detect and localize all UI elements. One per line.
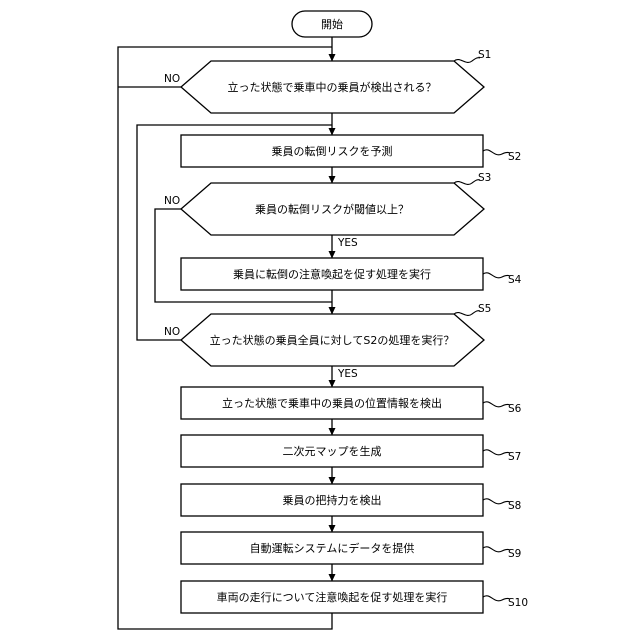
- decision-s3-text: 乗員の転倒リスクが閾値以上？: [255, 202, 409, 216]
- process-s6-text: 立った状態で乗車中の乗員の位置情報を検出: [222, 396, 442, 410]
- step-id-s8: S8: [508, 500, 521, 512]
- step-id-s2: S2: [508, 151, 521, 163]
- s3-tag-line: [454, 180, 480, 185]
- label-s1-no: NO: [164, 73, 180, 85]
- process-s2-text: 乗員の転倒リスクを予測: [272, 144, 393, 158]
- step-id-s1: S1: [478, 49, 491, 61]
- label-s3-yes: YES: [337, 237, 358, 249]
- process-s10-text: 車両の走行について注意喚起を促す処理を実行: [217, 590, 448, 604]
- label-s5-no: NO: [164, 326, 180, 338]
- step-id-s10: S10: [508, 597, 528, 609]
- decision-s5-text: 立った状態の乗員全員に対してS2の処理を実行？: [210, 333, 455, 347]
- process-s8-text: 乗員の把持力を検出: [283, 493, 382, 507]
- s8-tag-line: [483, 499, 510, 504]
- step-id-s9: S9: [508, 548, 521, 560]
- s9-tag-line: [483, 547, 510, 552]
- s5-tag-line: [454, 311, 480, 316]
- step-id-s6: S6: [508, 403, 522, 415]
- s1-tag-line: [454, 58, 480, 63]
- process-s9-text: 自動運転システムにデータを提供: [250, 541, 415, 555]
- s7-tag-line: [483, 450, 510, 455]
- step-id-s7: S7: [508, 451, 521, 463]
- start-label: 開始: [321, 17, 343, 31]
- s10-tag-line: [483, 596, 510, 601]
- s4-tag-line: [483, 273, 510, 278]
- s2-tag-line: [483, 150, 510, 155]
- process-s7-text: 二次元マップを生成: [283, 444, 382, 458]
- label-s3-no: NO: [164, 195, 180, 207]
- step-id-s3: S3: [478, 172, 491, 184]
- step-id-s4: S4: [508, 274, 522, 286]
- s6-tag-line: [483, 402, 510, 407]
- decision-s1-text: 立った状態で乗車中の乗員が検出される？: [228, 80, 437, 94]
- process-s4-text: 乗員に転倒の注意喚起を促す処理を実行: [233, 267, 431, 281]
- step-id-s5: S5: [478, 303, 491, 315]
- label-s5-yes: YES: [337, 368, 358, 380]
